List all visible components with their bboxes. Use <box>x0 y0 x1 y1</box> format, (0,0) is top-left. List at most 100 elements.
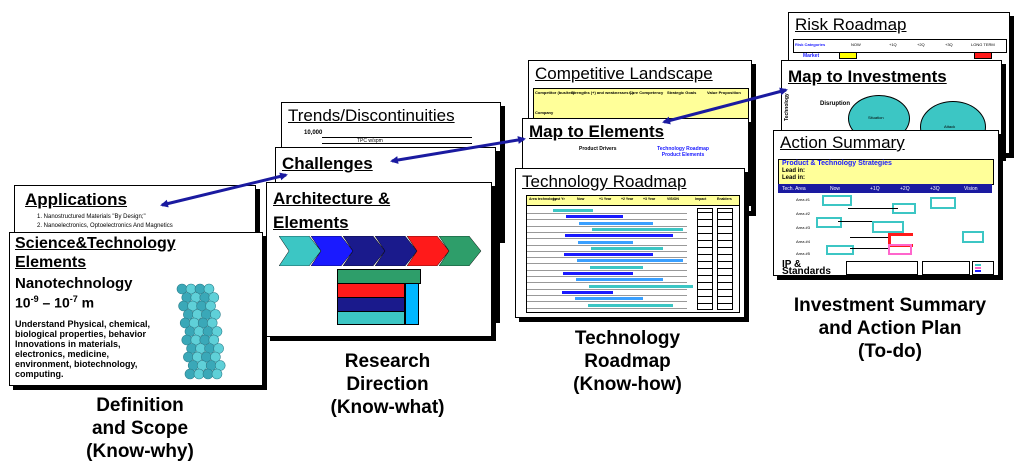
roadmap-enabler-column <box>697 208 713 310</box>
science-title-line1: Science&Technology <box>15 235 176 252</box>
map-elements-title: Map to Elements <box>529 122 665 141</box>
caption-line: (Know-why) <box>86 441 194 462</box>
applications-title: Applications <box>25 190 128 209</box>
applications-item: 1. Nanostructured Materials "By Design;" <box>37 214 146 220</box>
nanotube-atom <box>206 317 218 329</box>
caption-investment: Investment Summary and Action Plan (To-d… <box>770 294 1010 363</box>
chevron-teal <box>279 236 322 266</box>
trends-axis-label: 10,000 <box>304 130 323 136</box>
bubble-attack-label: Attack <box>944 124 956 129</box>
chevron-navy <box>342 236 386 266</box>
roadmap-row-line <box>527 282 687 283</box>
chevron-red <box>406 236 450 266</box>
roadmap-bar <box>591 246 663 250</box>
caption-line: Investment Summary <box>793 295 987 316</box>
roadmap-bar <box>562 290 613 294</box>
roadmap-row-line <box>527 301 687 302</box>
competitive-row: Company <box>535 110 554 115</box>
roadmap-title: Technology Roadmap <box>522 172 687 191</box>
roadmap-header-cell: Last Yr <box>553 197 565 201</box>
roadmap-bar <box>590 265 643 269</box>
risk-marker-red <box>974 52 992 59</box>
roadmap-row-line <box>527 250 687 252</box>
roadmap-bar <box>577 259 683 263</box>
nanotech-label: Nanotechnology <box>15 275 133 292</box>
roadmap-row-line <box>527 257 687 258</box>
science-body-line: biological properties, behavior <box>15 329 147 339</box>
caption-line: Definition <box>96 395 184 416</box>
roadmap-bar <box>578 240 633 244</box>
roadmap-header-cell: Impact <box>695 197 707 201</box>
action-box-pink <box>888 244 912 255</box>
action-lead-2: Lead in: <box>782 175 806 181</box>
element-bar-teal <box>337 311 405 325</box>
science-body-line: Innovations in materials, <box>15 339 121 349</box>
roadmap-row-line <box>527 294 687 296</box>
risk-header: +3Q <box>945 42 953 47</box>
roadmap-bar <box>564 253 653 257</box>
roadmap-header-cell: Enablers <box>717 197 732 201</box>
competitive-header: Strengths (+) and weaknesses (-) <box>571 90 634 95</box>
competitive-header: Competitor (bus/tec) <box>535 90 575 95</box>
action-summary-card: Action Summary Product & Technology Stra… <box>773 130 999 276</box>
action-header: Now <box>830 186 841 192</box>
investments-label: Disruption <box>820 101 850 107</box>
action-row-label: Area #5 <box>796 251 811 256</box>
architecture-card: Architecture & Elements <box>266 182 492 337</box>
chevron-blue <box>310 236 354 266</box>
action-row-label: Area #1 <box>796 197 811 202</box>
action-header: +2Q <box>900 186 910 192</box>
risk-header: Risk Categories <box>795 42 826 47</box>
architecture-title-line2: Elements <box>273 213 349 232</box>
architecture-title-line1: Architecture & <box>273 189 391 208</box>
risk-header: NOW <box>851 42 861 47</box>
challenges-title: Challenges <box>282 154 373 173</box>
action-box <box>816 217 842 228</box>
action-box <box>930 197 956 209</box>
scale-range: 10-9 – 10-7 m <box>15 294 94 311</box>
science-body-line: environment, biotechnology, <box>15 359 138 369</box>
roadmap-row-line <box>527 288 687 290</box>
trends-note: TPC w/spm <box>357 138 383 144</box>
chevron-green <box>438 236 482 266</box>
science-body-line: computing. <box>15 369 64 379</box>
roadmap-header-row <box>527 196 739 206</box>
caption-technology: Technology Roadmap (Know-how) <box>545 327 710 396</box>
action-box <box>962 231 984 243</box>
bubble-situation-label: Situation <box>868 115 884 120</box>
action-title: Action Summary <box>780 133 905 152</box>
caption-line: and Scope <box>91 418 189 439</box>
action-ip-line1: IP & <box>782 259 802 270</box>
nanotube-atom <box>211 368 223 380</box>
scale-exp-2: -7 <box>69 294 78 304</box>
science-technology-card: Science&Technology Elements Nanotechnolo… <box>9 232 263 386</box>
roadmap-bar <box>588 303 673 307</box>
roadmap-row-line <box>527 219 687 220</box>
nanotube-image <box>176 283 226 380</box>
competitive-header: Core Competency <box>629 90 664 95</box>
roadmap-row-line <box>527 213 687 214</box>
action-header: Tech. Area <box>782 186 806 192</box>
caption-line: Direction <box>346 374 429 395</box>
caption-research: Research Direction (Know-what) <box>305 350 470 419</box>
roadmap-bar <box>575 297 643 301</box>
roadmap-row-line <box>527 231 687 233</box>
roadmap-row-line <box>527 244 687 246</box>
roadmap-row-line <box>527 307 687 309</box>
roadmap-bar <box>563 272 633 275</box>
investments-title: Map to Investments <box>788 67 947 86</box>
caption-line: Technology <box>574 328 681 349</box>
roadmap-row-line <box>527 225 687 227</box>
action-box <box>826 245 854 255</box>
action-ip-line2: Standards <box>782 266 831 276</box>
caption-definition: Definition and Scope (Know-why) <box>60 394 220 463</box>
risk-row: Market <box>803 53 820 59</box>
caption-line: Research <box>344 351 431 372</box>
action-strategies: Product & Technology Strategies <box>782 160 892 167</box>
action-box <box>872 221 904 233</box>
roadmap-bar <box>589 284 693 288</box>
roadmap-header-cell: +2 Year <box>621 197 634 201</box>
nanotube-atom <box>205 300 216 312</box>
roadmap-bar <box>576 278 663 282</box>
